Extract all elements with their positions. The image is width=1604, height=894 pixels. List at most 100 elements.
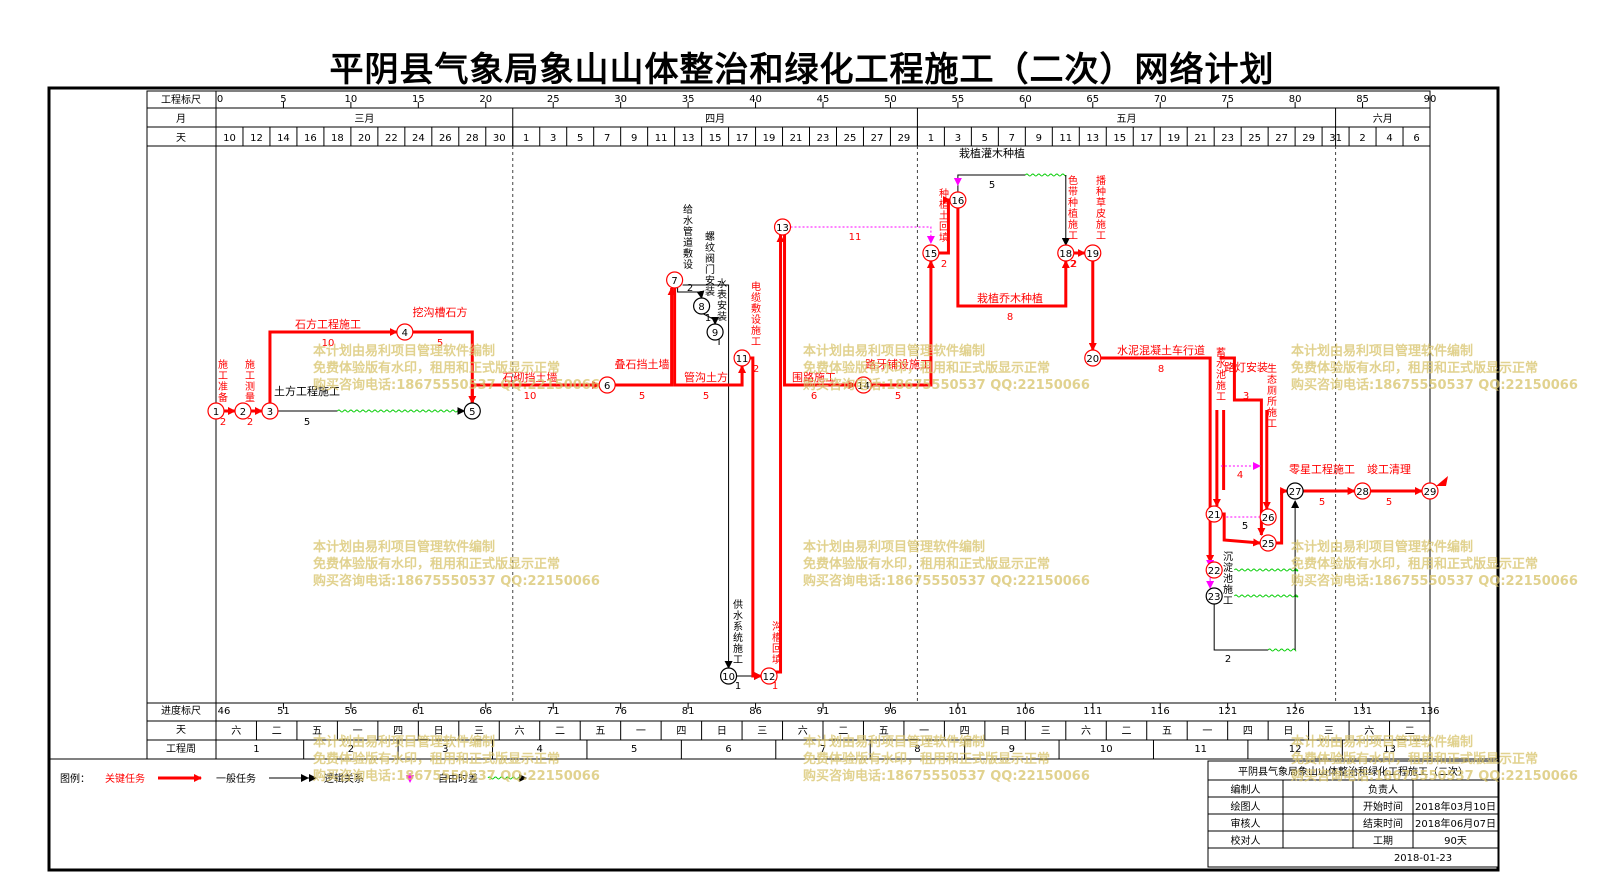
- progress-tick-label: 81: [682, 706, 695, 717]
- watermark-line: 本计划由易利项目管理软件编制: [803, 539, 985, 555]
- node-number: 10: [722, 672, 735, 683]
- network-node: 12: [760, 667, 778, 685]
- label-char: 沟: [772, 620, 782, 633]
- watermark-line: 本计划由易利项目管理软件编制: [803, 734, 985, 750]
- progress-tick-label: 106: [1016, 706, 1035, 717]
- label-char: 所: [1267, 396, 1277, 408]
- activity-栽植灌木种植: [957, 174, 1026, 192]
- label-char: 施: [218, 358, 228, 371]
- weekday-label: 六: [1081, 725, 1091, 737]
- node-circle: [733, 349, 751, 367]
- activity-name-label: 路牙铺设施工: [865, 358, 931, 371]
- scale-tick-label: 60: [1019, 94, 1032, 105]
- node-number: 1: [213, 407, 219, 418]
- legend-free-wave: [487, 776, 523, 780]
- day-label: 14: [277, 133, 290, 144]
- free-float-wave: [337, 409, 462, 413]
- watermark-line: 购买咨询电话:18675550537 QQ:22150066: [803, 768, 1090, 784]
- activity-duration-label: 2: [247, 417, 253, 428]
- activity-duration-label: 3: [1243, 391, 1249, 402]
- day-label: 23: [817, 133, 830, 144]
- day-label: 21: [1194, 133, 1207, 144]
- scale-tick-label: 15: [412, 94, 425, 105]
- day-label: 19: [1167, 133, 1180, 144]
- network-node: 20: [1084, 349, 1102, 367]
- header-row-label: 月: [176, 113, 186, 125]
- activity-挖沟槽石方: [412, 330, 477, 404]
- label-char: 螺: [705, 231, 715, 243]
- network-node: 18: [1057, 244, 1075, 262]
- activity-水泥混凝土车行道: [1100, 356, 1215, 563]
- label-char: 种: [1068, 196, 1078, 209]
- activity-路灯安装: [1219, 356, 1266, 536]
- header-row-label: 天: [176, 133, 186, 144]
- label-char: 工: [1223, 596, 1233, 607]
- label-char: 水: [733, 610, 743, 622]
- progress-tick-label: 121: [1218, 706, 1237, 717]
- network-node: 1: [207, 402, 225, 420]
- node-circle: [692, 297, 711, 315]
- info-cell: 结束时间: [1363, 817, 1403, 830]
- free-float-wave: [1024, 173, 1067, 177]
- label-char: 道: [683, 236, 693, 249]
- label-char: 态: [1267, 373, 1277, 386]
- label-char: 填: [939, 231, 949, 244]
- week-label: 9: [1009, 744, 1015, 755]
- legend-label: 一般任务: [216, 772, 256, 785]
- label-char: 蓄: [1216, 347, 1226, 359]
- network-node: 27: [1286, 482, 1304, 500]
- day-label: 20: [358, 133, 371, 144]
- day-label: 31: [1329, 133, 1342, 144]
- node-circle: [1084, 244, 1102, 262]
- label-char: 水: [717, 278, 727, 290]
- weekday-label: 一: [636, 726, 646, 737]
- label-char: 色: [1068, 174, 1078, 187]
- watermark-line: 免费体验版有水印，租用和正式版显示正常: [313, 556, 560, 572]
- watermark-line: 购买咨询电话:18675550537 QQ:22150066: [1291, 573, 1578, 589]
- legend-item-normal: 一般任务: [216, 772, 309, 785]
- label-char: 土: [939, 209, 949, 222]
- label-char: 管: [683, 225, 693, 238]
- label-char: 工: [1096, 231, 1106, 242]
- activity-duration-label: 10: [322, 338, 335, 349]
- label-char: 装: [717, 310, 727, 323]
- week-label: 12: [1289, 744, 1302, 755]
- activity-石砌挡土墙: [470, 381, 601, 403]
- watermark-line: 购买咨询电话:18675550537 QQ:22150066: [313, 768, 600, 784]
- network-node: 14: [854, 376, 873, 394]
- day-label: 22: [385, 133, 398, 144]
- activity-种植土回填: [938, 196, 951, 255]
- label-char: 施: [751, 324, 761, 337]
- week-label: 10: [1100, 744, 1113, 755]
- node-number: 15: [925, 249, 938, 260]
- weekday-label: 二: [1122, 726, 1132, 737]
- watermark-line: 购买咨询电话:18675550537 QQ:22150066: [313, 573, 600, 589]
- activity-name-label: 栽植灌木种植: [959, 146, 1025, 160]
- progress-tick-label: 131: [1353, 706, 1372, 717]
- activity-duration-label: 5: [304, 417, 310, 428]
- day-label: 21: [790, 133, 803, 144]
- weekday-label: 六: [798, 725, 808, 737]
- activity-duration-label: 2: [687, 283, 693, 294]
- day-label: 3: [955, 133, 961, 144]
- node-circle: [666, 271, 684, 289]
- day-label: 5: [982, 133, 988, 144]
- node-number: 13: [776, 223, 789, 234]
- weekday-label: 三: [1041, 726, 1051, 737]
- watermark: 本计划由易利项目管理软件编制免费体验版有水印，租用和正式版显示正常购买咨询电话:…: [313, 343, 600, 393]
- info-cell: 负责人: [1368, 783, 1398, 796]
- progress-tick-label: 136: [1420, 706, 1439, 717]
- info-cell: 审核人: [1231, 817, 1261, 830]
- week-label: 13: [1383, 744, 1396, 755]
- weekday-label: 日: [1000, 726, 1010, 737]
- watermark-line: 免费体验版有水印，租用和正式版显示正常: [1291, 556, 1538, 572]
- watermark-line: 本计划由易利项目管理软件编制: [1291, 539, 1473, 555]
- activity-duration-label: 4: [1237, 470, 1243, 481]
- day-label: 19: [763, 133, 776, 144]
- day-label: 16: [304, 133, 317, 144]
- node-circle: [1084, 349, 1102, 367]
